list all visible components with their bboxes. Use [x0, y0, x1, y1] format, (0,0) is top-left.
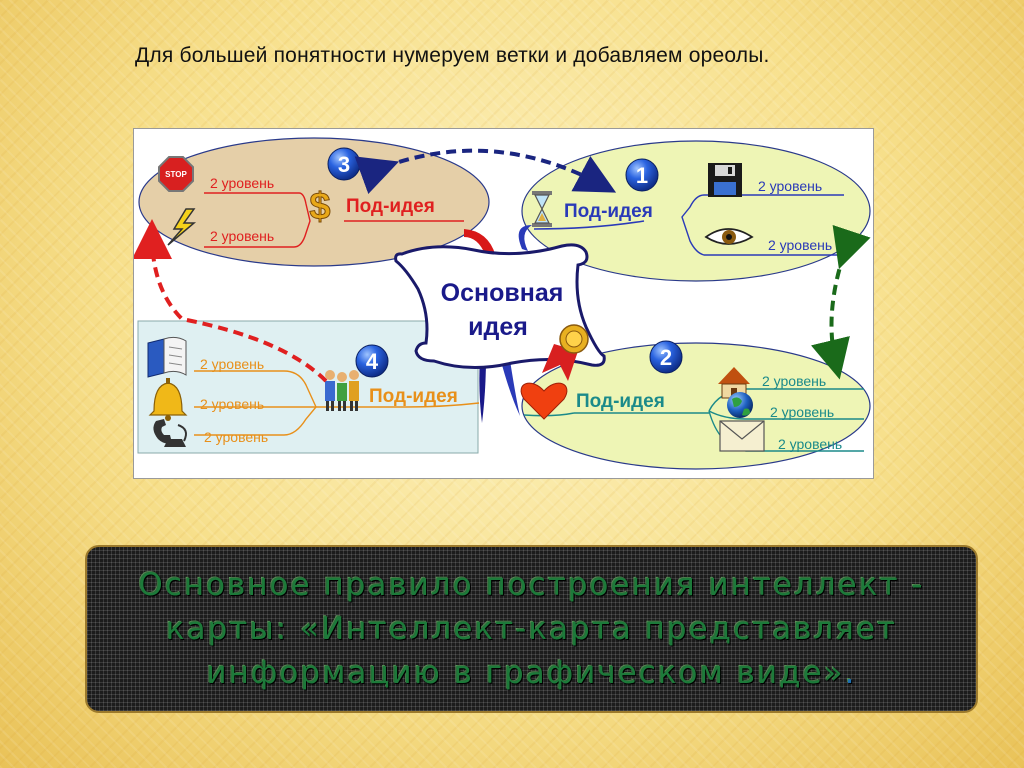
branch-3-fork: [204, 192, 311, 248]
arrow-4-to-3: [134, 219, 328, 383]
branch-4-label: Под-идея: [369, 386, 458, 407]
lightning-icon: [167, 208, 197, 246]
rule-text-body: Основное правило построения интеллект - …: [138, 567, 925, 691]
branch-4-sub-1: 2 уровень: [200, 356, 264, 372]
bell-icon: [148, 378, 188, 421]
branch-ribbon-2: [502, 354, 520, 416]
branch-1-label: Под-идея: [564, 201, 653, 222]
branch-2-badge: 2: [649, 340, 683, 374]
branch-4-sub-2: 2 уровень: [200, 396, 264, 412]
branch-2-sub-2: 2 уровень: [770, 404, 834, 420]
branch-2: Под-идея 2 уровень 2 уровень 2 уровень 2: [520, 340, 864, 452]
rule-text: Основное правило построения интеллект - …: [101, 563, 962, 695]
halo-branch-2: [521, 342, 871, 470]
arrow-1-to-2: [810, 224, 871, 380]
svg-text:$: $: [309, 186, 330, 228]
dollar-icon: $: [309, 186, 331, 229]
floppy-disk-icon: [708, 163, 742, 197]
branch-1: Под-идея 2 уровень 2 уровень 1: [532, 158, 844, 256]
arrow-3-to-1: [354, 148, 617, 194]
branch-1-sub-1: 2 уровень: [758, 178, 822, 194]
people-icon: [325, 370, 359, 411]
rule-text-end: .: [844, 655, 857, 691]
main-idea-scroll: [394, 243, 606, 370]
branch-3-sub-2: 2 уровень: [210, 228, 274, 244]
branch-1-sub-2: 2 уровень: [768, 237, 832, 253]
branch-ribbon-4: [479, 357, 486, 423]
envelope-icon: [719, 420, 765, 452]
main-idea-line2: идея: [468, 313, 528, 341]
main-idea-line1: Основная: [441, 279, 564, 307]
svg-text:4: 4: [366, 349, 379, 374]
branch-3-sub-1: 2 уровень: [210, 175, 274, 191]
branch-2-sub-3: 2 уровень: [778, 436, 842, 452]
svg-text:STOP: STOP: [165, 170, 187, 179]
branch-1-connector: [533, 220, 645, 230]
mind-map-diagram: Основная идея Под-идея 2 уровень 2 урове…: [133, 128, 874, 479]
rule-box: Основное правило построения интеллект - …: [85, 545, 978, 713]
top-caption: Для большей понятности нумеруем ветки и …: [135, 44, 770, 67]
branch-4-sub-3: 2 уровень: [204, 429, 268, 445]
branch-4-connector: [405, 402, 480, 408]
stop-sign-icon: STOP: [158, 156, 194, 192]
heart-icon: [520, 382, 568, 420]
branch-3: Под-идея 2 уровень 2 уровень 3 STOP $: [158, 147, 464, 248]
branch-1-fork: [681, 194, 844, 256]
book-icon: [147, 336, 187, 378]
eye-icon: [704, 228, 754, 245]
branch-3-badge: 3: [327, 147, 361, 181]
branch-ribbon-3: [464, 229, 496, 257]
branch-2-connector: [523, 412, 575, 417]
branch-4-badge: 4: [355, 344, 389, 378]
telephone-icon: [153, 419, 187, 447]
branch-4: Под-идея 2 уровень 2 уровень 2 уровень 4: [147, 336, 480, 447]
branch-ribbon-1: [518, 225, 532, 251]
branch-2-sub-1: 2 уровень: [762, 373, 826, 389]
svg-text:2: 2: [660, 345, 672, 370]
globe-icon: [727, 392, 753, 418]
branch-2-label: Под-идея: [576, 391, 665, 412]
branch-1-badge: 1: [625, 158, 659, 192]
rosette-icon: [542, 324, 589, 381]
svg-text:1: 1: [636, 163, 648, 188]
branch-3-label: Под-идея: [346, 196, 435, 217]
svg-text:3: 3: [338, 152, 350, 177]
